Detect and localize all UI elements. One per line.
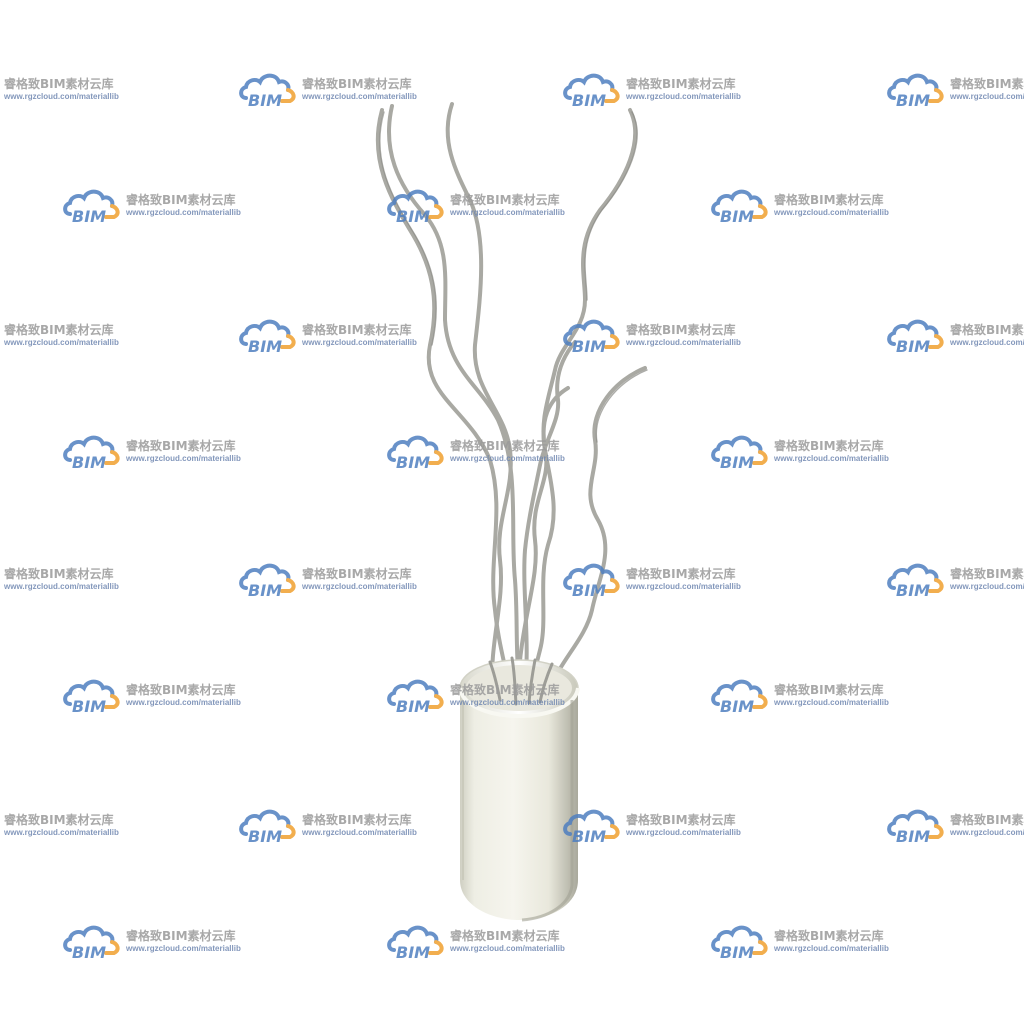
branch-5	[548, 366, 647, 692]
vase-body	[460, 688, 578, 920]
vase-rim-front	[458, 687, 580, 719]
branch-3	[445, 102, 513, 692]
branch-6	[528, 386, 570, 692]
branch-4	[516, 108, 638, 692]
vase-opening	[466, 665, 572, 711]
branch-shading	[379, 111, 648, 443]
branches	[375, 102, 647, 692]
vase	[458, 656, 580, 922]
branch-7	[522, 340, 577, 692]
vase-shadow-edge	[521, 700, 574, 922]
branch-1	[375, 108, 512, 692]
